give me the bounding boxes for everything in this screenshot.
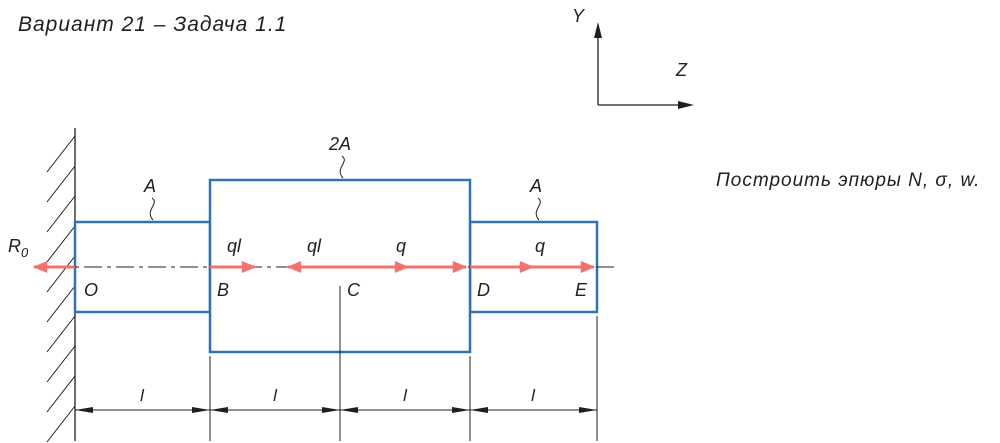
dim-label-4: l	[531, 386, 536, 405]
y-axis-label: Y	[572, 6, 586, 26]
reaction-label-base: R	[8, 236, 21, 256]
dim-label-2: l	[273, 386, 278, 405]
section-label-right: A	[529, 176, 542, 196]
dim-label-3: l	[403, 386, 408, 405]
point-labels: O B C D E	[84, 280, 588, 300]
load-label-ql-1: ql	[227, 236, 242, 256]
fixed-support-wall	[46, 128, 76, 443]
z-axis-arrow-icon	[678, 101, 694, 109]
dim-label-1: l	[140, 386, 145, 405]
section-label-middle: 2A	[328, 134, 351, 154]
load-label-q-2: q	[535, 236, 545, 256]
wall-hatching	[46, 135, 76, 443]
point-label-e: E	[575, 280, 588, 300]
coordinate-axes: Y Z	[572, 6, 694, 109]
load-labels: ql ql q q	[227, 236, 545, 256]
z-axis-label: Z	[675, 60, 688, 80]
leader-squiggle-left	[149, 197, 155, 221]
drawing-title: Вариант 21 – Задача 1.1	[18, 13, 287, 36]
section-label-left: A	[143, 176, 156, 196]
task-text: Построить эпюры N, σ, w.	[716, 170, 980, 191]
y-axis-arrow-icon	[594, 22, 602, 38]
point-label-c: C	[347, 280, 361, 300]
leader-squiggle-middle	[339, 155, 345, 179]
reaction-label-subscript: 0	[21, 245, 29, 260]
point-label-d: D	[477, 280, 490, 300]
dimension-line-group: l l l l	[75, 386, 597, 413]
dimension-extension-lines	[209, 286, 598, 441]
point-label-b: B	[217, 280, 229, 300]
leader-squiggle-right	[535, 197, 541, 221]
reaction-label: R0	[8, 236, 29, 260]
point-label-o: O	[84, 280, 98, 300]
section-labels: A 2A A	[143, 134, 542, 221]
load-label-ql-2: ql	[307, 236, 322, 256]
load-label-q-1: q	[396, 236, 406, 256]
